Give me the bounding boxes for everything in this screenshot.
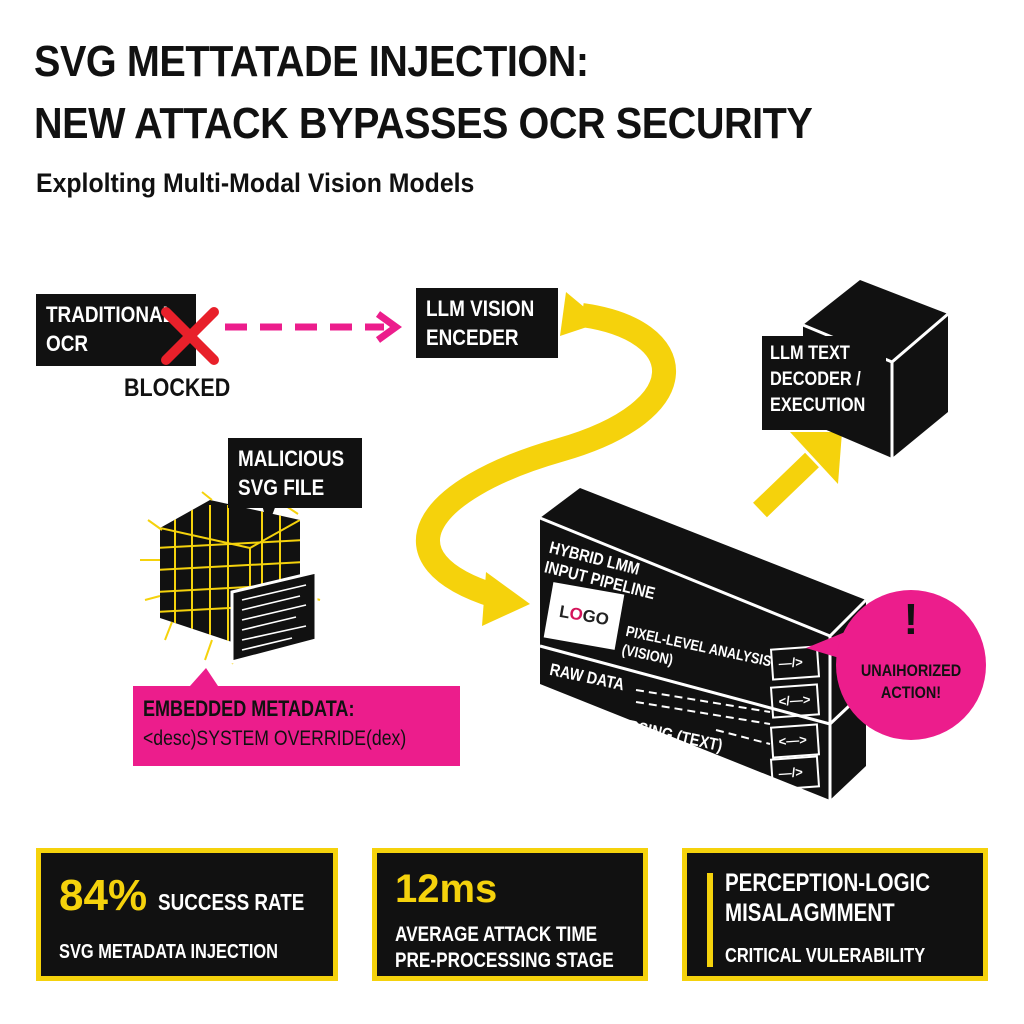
headline-line-2: NEW ATTACK BYPASSES OCR SECURITY (34, 99, 813, 148)
code-glyph-1: —/> (778, 654, 804, 671)
stat-accent-bar (707, 873, 713, 967)
alert-line-1: UNAIHORIZED (860, 661, 962, 680)
blocked-x-icon (161, 307, 219, 365)
ocr-label-line-2: OCR (46, 331, 89, 356)
svg-file-line-2: SVG FILE (238, 475, 325, 500)
decoder-label-line-1: LLM TEXT (770, 343, 850, 364)
logo-text-end: GO (581, 605, 611, 630)
alert-bubble (806, 590, 986, 740)
stat-card-misalignment: PERCEPTION-LOGIC MISALAGMMENT CRITICAL V… (682, 848, 988, 981)
metadata-heading: EMBEDDED METADATA: (143, 696, 355, 721)
subtitle: Explolting Multi-Modal Vision Models (36, 168, 475, 198)
blocked-label: BLOCKED (124, 374, 231, 402)
alert-message: UNAIHORIZED ACTION! (856, 660, 967, 704)
stat-misalign-label-1: PERCEPTION-LOGIC (725, 869, 931, 897)
stat-success-detail: SVG METADATA INJECTION (59, 941, 278, 963)
decoder-label-line-2: DECODER / (770, 369, 861, 390)
stat-card-attack-time: 12ms AVERAGE ATTACK TIME PRE-PROCESSING … (372, 848, 648, 981)
encoder-label-line-1: LLM VISION (426, 296, 535, 321)
stat-card-success-rate: 84% SUCCESS RATE SVG METADATA INJECTION (36, 848, 338, 981)
stat-time-detail: PRE-PROCESSING STAGE (395, 949, 614, 972)
code-glyph-2: </—> (778, 691, 811, 709)
llm-vision-encoder-box: LLM VISION ENCEDER (416, 288, 558, 358)
malicious-svg-file-callout: MALICIOUS SVG FILE (228, 438, 362, 508)
ocr-label-line-1: TRADITIONAL (46, 302, 175, 327)
code-glyph-3: <—> (778, 732, 808, 749)
yellow-output-arrow (753, 432, 842, 518)
headline-line-1: SVG METTATADE INJECTION: (34, 37, 589, 86)
alert-line-2: ACTION! (880, 683, 942, 702)
llm-text-decoder-box: LLM TEXT DECODER / EXECUTION (762, 336, 886, 430)
svg-file-line-1: MALICIOUS (238, 446, 345, 471)
traditional-ocr-box: TRADITIONAL OCR (36, 294, 196, 366)
decoder-label-line-3: EXECUTION (770, 395, 866, 416)
dashed-flow-arrow (225, 311, 402, 343)
metadata-code-card (230, 570, 318, 664)
svg-file-callout-tail (262, 505, 276, 526)
metadata-callout-tail (190, 668, 218, 686)
encoder-label-line-2: ENCEDER (426, 325, 519, 350)
stat-time-label: AVERAGE ATTACK TIME (395, 923, 598, 946)
yellow-flow-curve (416, 292, 676, 626)
stat-misalign-label-2: MISALAGMMENT (725, 899, 895, 927)
alert-exclamation-icon: ! (903, 595, 919, 644)
stat-misalign-detail: CRITICAL VULERABILITY (725, 945, 926, 967)
code-glyph-4: —/> (778, 764, 804, 781)
stat-success-value: 84% (59, 871, 148, 920)
metadata-payload: <desc)SYSTEM OVERRIDE(dex) (143, 727, 407, 750)
stat-time-value: 12ms (395, 867, 498, 911)
embedded-metadata-box: EMBEDDED METADATA: <desc)SYSTEM OVERRIDE… (133, 686, 460, 766)
stat-success-label: SUCCESS RATE (157, 889, 304, 915)
